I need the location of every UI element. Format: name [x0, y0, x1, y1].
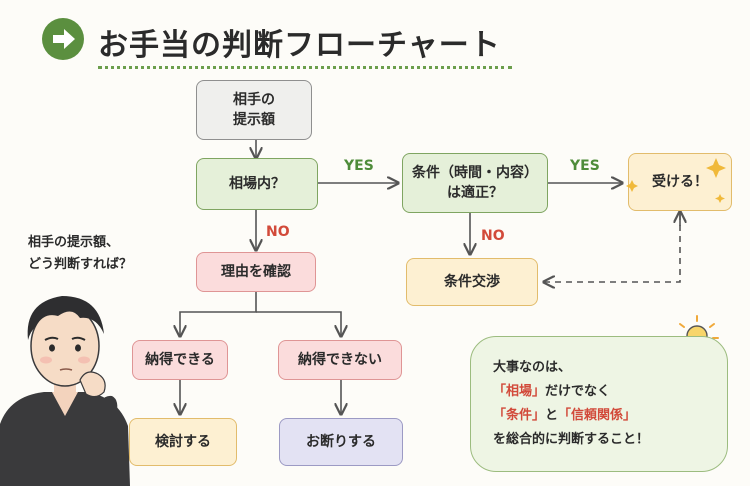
key-point-note: 大事なのは、 「相場」だけでなく 「条件」と「信頼関係」 を総合的に判断すること… [470, 336, 728, 472]
edge-label-yes: YES [570, 158, 600, 174]
node-confirm-reason: 理由を確認 [196, 252, 316, 292]
node-convinced: 納得できる [132, 340, 228, 380]
note-line: 「条件」と「信頼関係」 [493, 404, 727, 428]
note-text: だけでなく [545, 383, 611, 399]
page-title: お手当の判断フローチャート [98, 28, 501, 63]
node-consider: 検討する [129, 418, 237, 466]
arrow-right-icon [42, 18, 84, 60]
node-not-convinced: 納得できない [278, 340, 402, 380]
note-highlight: 「条件」 [493, 408, 546, 423]
question-text: 相手の提示額、 どう判断すれば？ [28, 235, 133, 273]
note-line: を総合的に判断すること！ [493, 432, 650, 448]
node-negotiate: 条件交渉 [406, 258, 538, 306]
note-highlight: 「相場」 [493, 383, 546, 399]
note-highlight: 「信頼関係」 [558, 408, 637, 423]
edge-label-no: NO [266, 224, 290, 240]
sparkle-icon [626, 158, 726, 203]
note-line: 大事なのは、 [493, 359, 572, 375]
node-conditions-check: 条件（時間・内容） は適正？ [402, 153, 548, 213]
edge-label-no: NO [481, 228, 505, 244]
node-market-check: 相場内？ [196, 158, 318, 210]
header: お手当の判断フローチャート [24, 10, 544, 69]
node-start: 相手の 提示額 [196, 80, 312, 140]
title-divider [98, 66, 512, 69]
thinking-person-illustration [0, 296, 130, 486]
note-line: 「相場」だけでなく [493, 380, 727, 404]
edge-label-yes: YES [344, 158, 374, 174]
node-decline: お断りする [279, 418, 403, 466]
note-text: と [545, 408, 559, 423]
